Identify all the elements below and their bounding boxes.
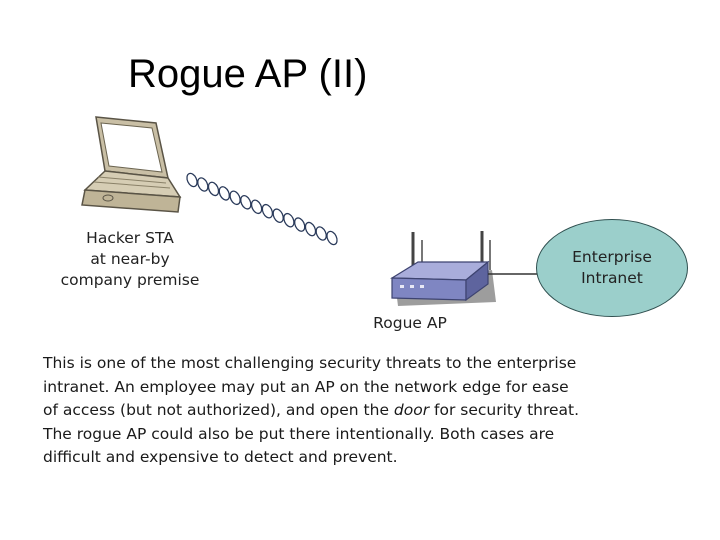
rogue-access-point-icon (389, 231, 496, 306)
signal-loop (229, 190, 241, 206)
slide-title: Rogue AP (II) (128, 52, 368, 96)
emphasized-word: door (393, 401, 430, 419)
enterprise-label-line: Enterprise (572, 248, 652, 266)
signal-loop (272, 208, 284, 223)
signal-loop (197, 177, 209, 192)
enterprise-intranet-cloud: Enterprise Intranet (536, 219, 688, 317)
hacker-label-line: company premise (60, 271, 200, 289)
laptop-icon (81, 116, 182, 213)
description-paragraph: This is one of the most challenging secu… (43, 352, 693, 470)
description-line: intranet. An employee may put an AP on t… (43, 376, 693, 400)
description-line: of access (but not authorized), and open… (43, 399, 693, 423)
signal-loop (304, 221, 317, 237)
signal-loop (218, 186, 230, 201)
signal-loop (315, 226, 327, 241)
signal-loop (250, 199, 263, 215)
description-line: This is one of the most challenging secu… (43, 354, 577, 372)
enterprise-label-line: Intranet (581, 269, 643, 287)
hacker-station-label: Hacker STA at near-by company premise (40, 228, 220, 291)
description-line: difficult and expensive to detect and pr… (43, 448, 398, 466)
signal-loop (261, 203, 274, 219)
description-text: intranet. An employee may put an AP on t… (43, 377, 569, 396)
signal-loop (294, 217, 306, 232)
signal-loop (326, 230, 338, 246)
hacker-label-line: Hacker STA (86, 229, 174, 247)
description-text: of access (but not authorized), and open… (43, 401, 394, 419)
description-text: for security threat. (429, 401, 580, 419)
wireless-signal-icon (186, 172, 338, 246)
signal-loop (186, 172, 198, 188)
hacker-label-line: at near-by (90, 250, 170, 268)
rogue-ap-label: Rogue AP (373, 314, 447, 332)
signal-loop (283, 212, 295, 228)
signal-loop (207, 181, 220, 197)
signal-loop (240, 195, 252, 210)
description-line: The rogue AP could also be put there int… (43, 424, 555, 443)
